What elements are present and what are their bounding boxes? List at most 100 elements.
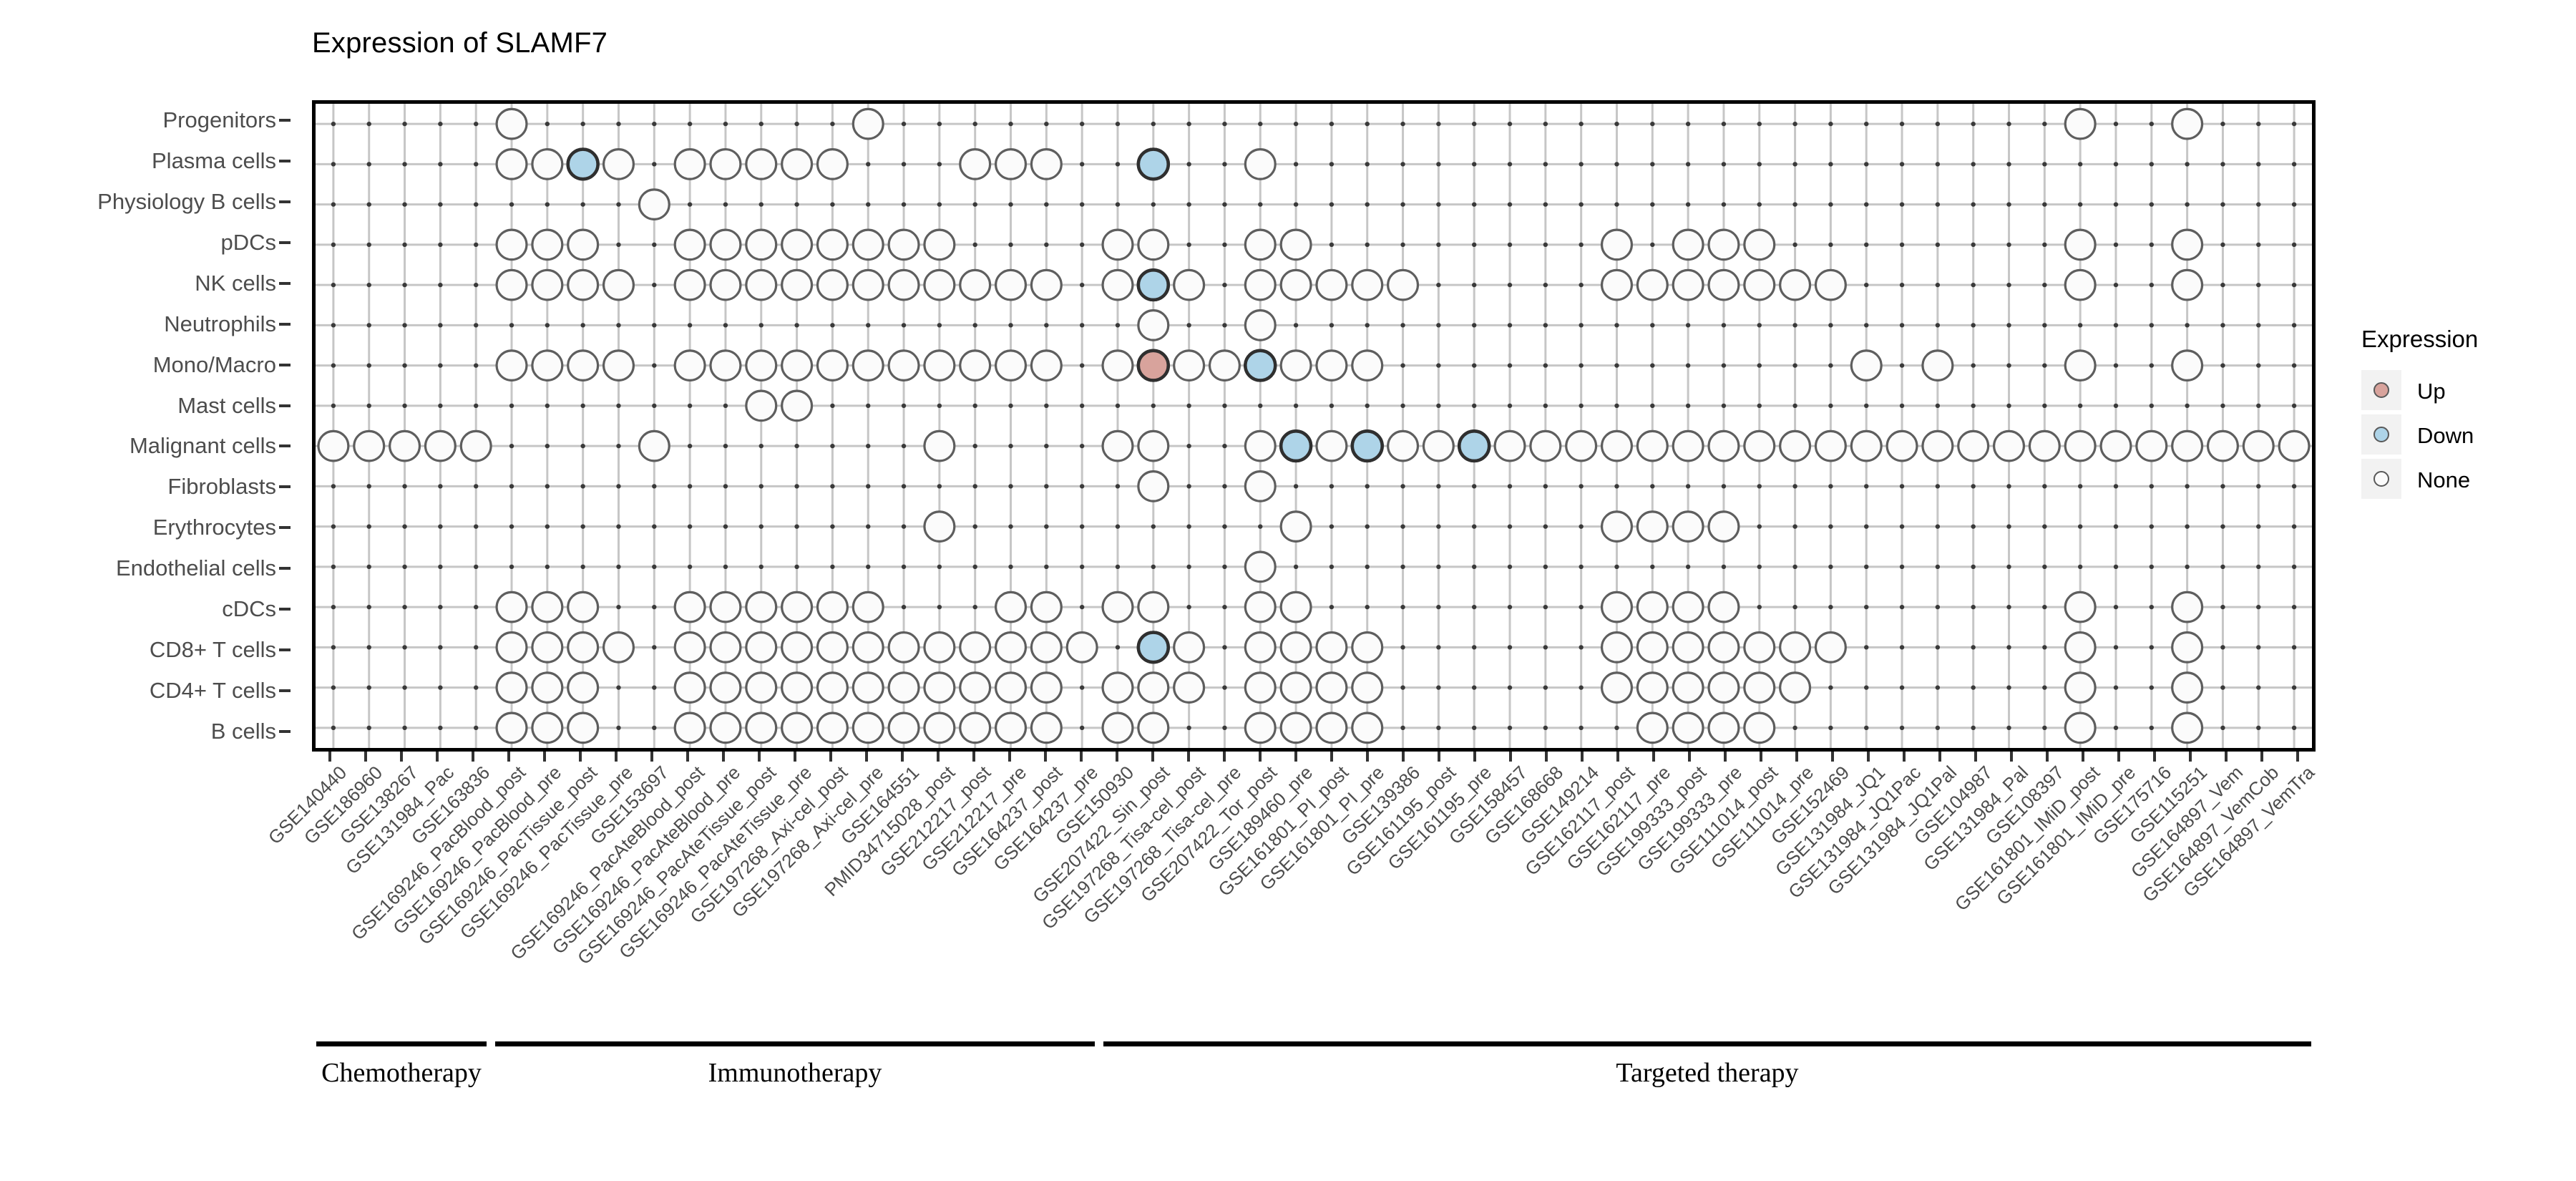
- data-point: [1244, 268, 1277, 301]
- x-axis-tick: [1688, 752, 1691, 762]
- x-axis-tick: [1724, 752, 1727, 762]
- data-point: [816, 268, 849, 301]
- data-point: [1707, 711, 1740, 744]
- data-point: [1137, 228, 1170, 261]
- x-axis-tick: [507, 752, 510, 762]
- data-point: [1707, 671, 1740, 704]
- data-point: [1136, 147, 1170, 181]
- data-point: [1779, 631, 1812, 664]
- data-point: [1636, 671, 1669, 704]
- data-point: [1136, 631, 1170, 664]
- x-axis-tick: [1294, 752, 1297, 762]
- data-point: [317, 429, 350, 462]
- data-point: [1244, 228, 1277, 261]
- data-point: [887, 671, 920, 704]
- data-point: [2064, 671, 2097, 704]
- data-point: [1743, 631, 1776, 664]
- y-axis-tick: [279, 567, 291, 570]
- data-point: [1136, 349, 1170, 382]
- x-axis-tick: [650, 752, 653, 762]
- x-axis-tick: [400, 752, 403, 762]
- data-point: [852, 631, 884, 664]
- data-point: [923, 711, 956, 744]
- data-point: [1636, 711, 1669, 744]
- data-point: [1173, 631, 1206, 664]
- y-axis-tick: [279, 444, 291, 448]
- data-point: [745, 349, 778, 381]
- data-point: [781, 631, 814, 664]
- data-point: [495, 148, 528, 180]
- x-axis-tick: [1438, 752, 1440, 762]
- data-point: [709, 349, 742, 381]
- data-point: [1030, 711, 1063, 744]
- y-axis-label: Plasma cells: [152, 148, 276, 174]
- x-axis-tick: [2225, 752, 2228, 762]
- x-axis-tick: [364, 752, 367, 762]
- legend-swatch: [2361, 370, 2401, 410]
- y-axis-label: cDCs: [222, 596, 276, 621]
- data-point: [1101, 711, 1134, 744]
- data-point: [852, 228, 884, 261]
- data-point: [1814, 268, 1847, 301]
- data-point: [1600, 429, 1634, 462]
- x-axis-tick: [722, 752, 725, 762]
- y-axis-label: Erythrocytes: [152, 515, 276, 540]
- data-point: [781, 389, 814, 422]
- data-point: [1672, 711, 1704, 744]
- y-axis-tick: [279, 607, 291, 611]
- data-point: [1672, 631, 1704, 664]
- data-point: [994, 268, 1028, 301]
- data-point: [1600, 510, 1634, 543]
- data-point: [673, 268, 706, 301]
- legend-item[interactable]: Down: [2361, 414, 2562, 455]
- y-axis-label: Progenitors: [162, 107, 276, 133]
- group-bracket-line: [316, 1041, 487, 1046]
- x-axis-tick: [2010, 752, 2013, 762]
- data-point: [709, 631, 742, 664]
- data-point: [1315, 349, 1348, 381]
- legend-swatch: [2361, 459, 2401, 499]
- group-bracket-line: [495, 1041, 1095, 1046]
- data-point: [638, 429, 670, 462]
- data-point: [567, 631, 600, 664]
- data-point: [602, 349, 635, 381]
- data-point: [745, 148, 778, 180]
- data-point: [1743, 268, 1776, 301]
- data-point: [959, 671, 992, 704]
- x-axis-tick: [865, 752, 868, 762]
- data-point: [1101, 268, 1134, 301]
- data-point: [1315, 631, 1348, 664]
- data-point: [923, 429, 956, 462]
- legend-label: Up: [2417, 379, 2446, 404]
- data-point: [1244, 349, 1277, 382]
- legend-item[interactable]: None: [2361, 459, 2562, 499]
- data-point: [745, 631, 778, 664]
- data-point: [852, 711, 884, 744]
- y-axis-label: Physiology B cells: [97, 189, 276, 215]
- x-axis-tick: [328, 752, 331, 762]
- legend-title: Expression: [2361, 326, 2479, 352]
- data-point: [1636, 510, 1669, 543]
- y-axis-label: Neutrophils: [164, 311, 276, 336]
- data-point: [816, 148, 849, 180]
- data-point: [1707, 268, 1740, 301]
- data-point: [389, 429, 421, 462]
- data-point: [1707, 510, 1740, 543]
- data-point: [1279, 228, 1312, 261]
- x-axis-ticks: [312, 752, 2316, 762]
- data-point: [1921, 349, 1954, 381]
- x-axis-tick: [1545, 752, 1548, 762]
- y-axis-tick: [279, 281, 291, 285]
- data-point: [1173, 671, 1206, 704]
- data-point: [781, 590, 814, 623]
- data-point: [1279, 590, 1312, 623]
- legend-item[interactable]: Up: [2361, 370, 2562, 410]
- data-point: [923, 228, 956, 261]
- data-point: [1779, 268, 1812, 301]
- data-point: [1814, 429, 1847, 462]
- x-axis-tick: [1616, 752, 1619, 762]
- data-point: [1244, 590, 1277, 623]
- data-point: [959, 148, 992, 180]
